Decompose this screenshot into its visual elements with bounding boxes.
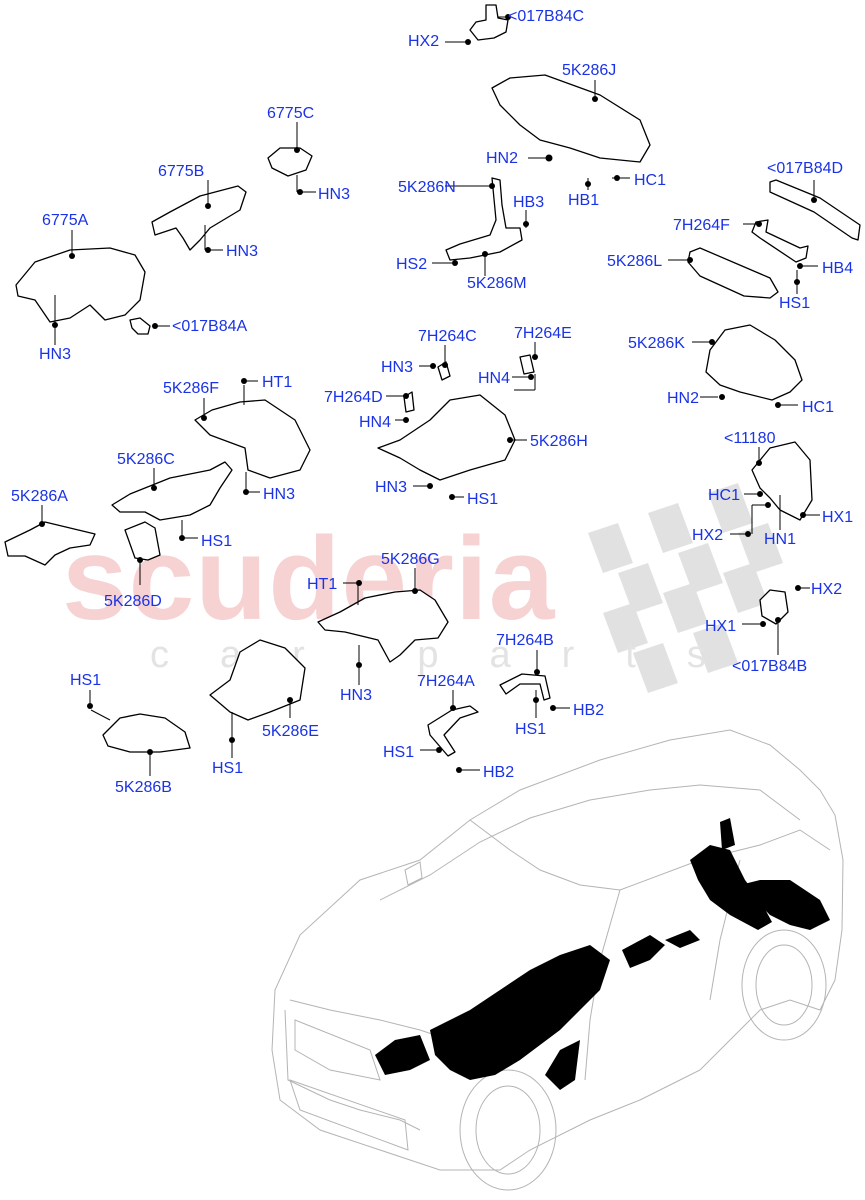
label-5k286e[interactable]: 5K286E [262, 723, 319, 740]
label-hs1[interactable]: HS1 [779, 295, 811, 312]
label-hn3[interactable]: HN3 [39, 346, 72, 363]
label-5k286h[interactable]: 5K286H [530, 433, 588, 450]
label-hs2[interactable]: HS2 [396, 256, 428, 273]
label-5k286b[interactable]: 5K286B [115, 779, 172, 796]
label-017b84d[interactable]: <017B84D [767, 160, 844, 177]
label-hx1[interactable]: HX1 [822, 509, 854, 526]
label-ht1[interactable]: HT1 [262, 374, 293, 391]
label-hc1[interactable]: HC1 [634, 172, 667, 189]
label-hn3[interactable]: HN3 [318, 186, 351, 203]
label-hb3[interactable]: HB3 [513, 194, 545, 211]
label-5k286n[interactable]: 5K286N [398, 179, 456, 196]
label-6775b[interactable]: 6775B [158, 163, 205, 180]
label-5k286j[interactable]: 5K286J [562, 62, 617, 79]
label-hs1[interactable]: HS1 [70, 672, 102, 689]
label-hn2[interactable]: HN2 [667, 390, 700, 407]
label-hb2[interactable]: HB2 [573, 702, 605, 719]
label-5k286d[interactable]: 5K286D [104, 593, 162, 610]
label-hn3[interactable]: HN3 [381, 359, 414, 376]
label-hx2[interactable]: HX2 [408, 33, 440, 50]
label-6775c[interactable]: 6775C [267, 105, 315, 122]
label-5k286l[interactable]: 5K286L [607, 253, 663, 270]
label-hn2[interactable]: HN2 [486, 150, 519, 167]
label-hn4[interactable]: HN4 [359, 414, 392, 431]
label-hb4[interactable]: HB4 [822, 260, 854, 277]
label-11180[interactable]: <11180 [724, 430, 776, 447]
label-hs1[interactable]: HS1 [515, 721, 547, 738]
label-5k286m[interactable]: 5K286M [467, 275, 527, 292]
label-7h264a[interactable]: 7H264A [417, 673, 475, 690]
label-017b84a[interactable]: <017B84A [172, 318, 248, 335]
label-hx1[interactable]: HX1 [705, 618, 737, 635]
label-hn4[interactable]: HN4 [478, 370, 511, 387]
label-hc1[interactable]: HC1 [708, 487, 741, 504]
label-hs1[interactable]: HS1 [467, 491, 499, 508]
label-hx2[interactable]: HX2 [811, 581, 843, 598]
label-5k286f[interactable]: 5K286F [163, 380, 220, 397]
label-hn1[interactable]: HN1 [764, 531, 797, 548]
label-hn3[interactable]: HN3 [263, 486, 296, 503]
label-hb2[interactable]: HB2 [483, 764, 515, 781]
label-6775a[interactable]: 6775A [42, 212, 89, 229]
label-5k286a[interactable]: 5K286A [11, 488, 68, 505]
label-5k286k[interactable]: 5K286K [628, 335, 685, 352]
label-hb1[interactable]: HB1 [568, 192, 600, 209]
label-hs1[interactable]: HS1 [383, 744, 415, 761]
label-7h264f[interactable]: 7H264F [673, 217, 730, 234]
label-7h264b[interactable]: 7H264B [496, 632, 554, 649]
label-5k286c[interactable]: 5K286C [117, 451, 175, 468]
label-017b84b[interactable]: <017B84B [732, 658, 808, 675]
label-ht1[interactable]: HT1 [307, 576, 338, 593]
label-hx2[interactable]: HX2 [692, 527, 724, 544]
label-hs1[interactable]: HS1 [201, 533, 233, 550]
label-7h264e[interactable]: 7H264E [514, 325, 572, 342]
label-hn3[interactable]: HN3 [226, 243, 259, 260]
label-017b84c[interactable]: <017B84C [508, 8, 585, 25]
label-7h264d[interactable]: 7H264D [324, 389, 383, 406]
label-hs1[interactable]: HS1 [212, 760, 244, 777]
label-hn3[interactable]: HN3 [340, 687, 373, 704]
label-7h264c[interactable]: 7H264C [418, 328, 477, 345]
label-hc1[interactable]: HC1 [802, 399, 835, 416]
label-hn3[interactable]: HN3 [375, 479, 408, 496]
label-5k286g[interactable]: 5K286G [381, 551, 440, 568]
